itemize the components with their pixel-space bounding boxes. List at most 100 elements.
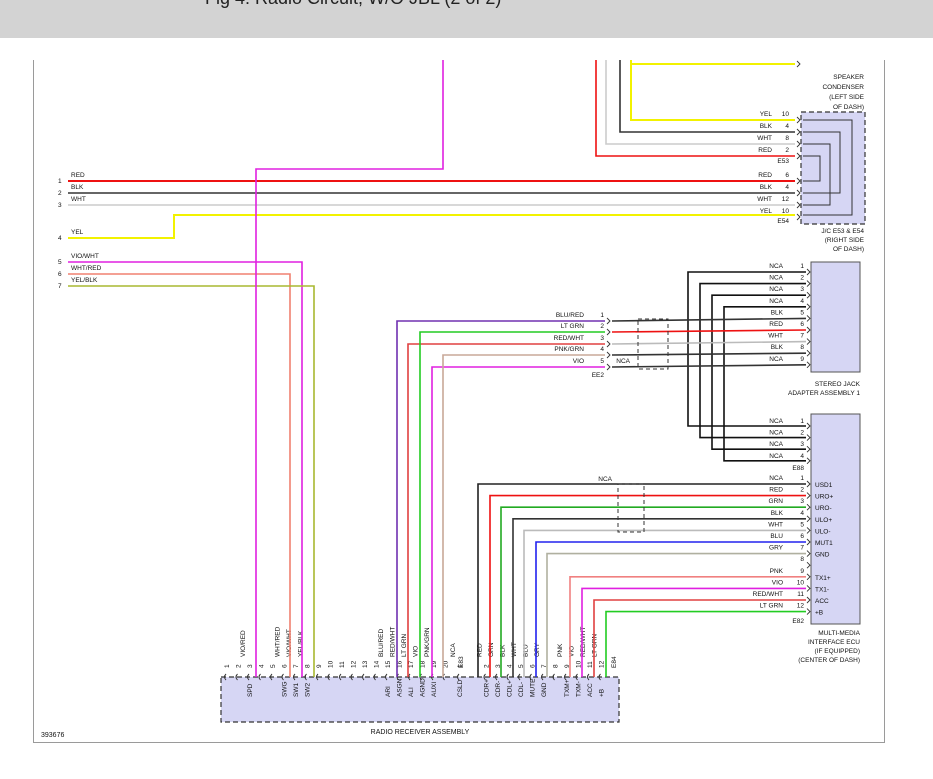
e2-radio-wire — [407, 343, 605, 677]
stereo-jack-connector — [806, 303, 811, 311]
jc-e54-label: BLK — [760, 184, 773, 191]
mm-signal-label: TX1- — [815, 586, 829, 593]
feed-wire-wht-red — [68, 273, 291, 677]
stereo-jack-connector — [806, 315, 811, 322]
mm-signal-label: TX1+ — [815, 575, 831, 582]
radio-pin-wire-label: PNK — [557, 643, 564, 657]
left-feed-label: WHT/RED — [71, 265, 102, 272]
speaker-condenser-label: (LEFT SIDE — [829, 94, 865, 101]
condenser-wire-red — [595, 60, 795, 157]
radio-pin-connector — [327, 673, 330, 681]
jc-e53-label: YEL — [760, 111, 773, 118]
radio-pin-wire-label: WHT/RED — [275, 626, 282, 657]
jc-label: J/C E53 & E54 — [821, 228, 864, 235]
stereo-jack-connector — [806, 291, 811, 299]
radio-pin-number: 7 — [293, 664, 300, 668]
connector-tag-e82: E82 — [792, 618, 804, 625]
radio-pin-number: 8 — [553, 664, 560, 668]
radio-pin-signal: CDR- — [495, 681, 502, 697]
mm-pin: 12 — [797, 603, 805, 610]
radio-pin-number: 17 — [408, 660, 415, 668]
radio-pin-number: 6 — [282, 664, 289, 668]
radio-pin-number: 19 — [431, 660, 438, 668]
mm-pin: 2 — [800, 487, 804, 494]
jc-internal-bus — [803, 119, 853, 216]
radio-pin-signal: TXM- — [576, 681, 583, 697]
connector-tag-e84: E84 — [611, 656, 618, 668]
radio-pin-connector — [575, 673, 578, 681]
left-feed-label: YEL/BLK — [71, 277, 98, 284]
multimedia-ecu-label: (IF EQUIPPED) — [814, 648, 860, 655]
mm-shield — [617, 483, 645, 533]
mm-top-connector — [806, 445, 811, 453]
jc-connector — [796, 128, 801, 136]
radio-pin-number: 1 — [224, 664, 231, 668]
radio-receiver-box — [220, 676, 620, 723]
nca-loop-wire — [711, 294, 806, 451]
diagram-frame — [33, 60, 885, 743]
figure-title: Fig 4: Radio Circuit, W/O JBL (2 of 2) — [205, 0, 501, 9]
radio-pin-signal: SW2 — [305, 683, 312, 697]
e2-wire-label: PNK/GRN — [554, 346, 584, 353]
connector-tag-e53: E53 — [777, 158, 789, 165]
stereo-jack-wire-label: NCA — [769, 286, 783, 293]
e2-jack-wire — [611, 340, 807, 345]
stereo-jack-wire-label: BLK — [771, 344, 784, 351]
mm-top-connector — [806, 434, 811, 441]
radio-pin-connector — [362, 673, 365, 681]
jc-label: (RIGHT SIDE — [825, 237, 865, 244]
mm-connector — [806, 596, 811, 604]
jc-e54-pin: 10 — [782, 208, 790, 215]
multimedia-ecu-label: INTERFACE ECU — [808, 639, 860, 646]
jc-e53-label: WHT — [757, 135, 772, 142]
mm-wire-label: PNK — [770, 568, 784, 575]
stereo-jack-pin: 9 — [800, 356, 804, 363]
radio-pin-signal: CDR+ — [484, 679, 491, 697]
e2-jack-wire — [611, 352, 807, 356]
radio-pin-signal: SWG — [282, 681, 289, 697]
mm-wire-label: NCA — [769, 475, 783, 482]
e2-pin: 3 — [600, 335, 604, 342]
e2-wire-label: BLU/RED — [556, 312, 584, 319]
header-bar: Fig 4: Radio Circuit, W/O JBL (2 of 2) — [0, 0, 933, 38]
mm-pin: 10 — [797, 579, 805, 586]
e2-wire-label: VIO — [573, 358, 584, 365]
e2-shield — [637, 318, 669, 370]
mm-top-pin: 3 — [800, 441, 804, 448]
radio-pin-connector — [270, 673, 273, 681]
mm-connector — [806, 480, 811, 488]
radio-pin-number: 12 — [351, 660, 358, 668]
left-feed-pin: 6 — [58, 271, 62, 278]
mm-signal-label: URO+ — [815, 494, 833, 501]
radio-pin-connector — [506, 673, 509, 681]
radio-pin-wire-label: BLK — [500, 644, 507, 657]
stereo-jack-pin: 5 — [800, 309, 804, 316]
e2-pin: 2 — [600, 323, 604, 330]
left-feed-label: VIO/WHT — [71, 253, 99, 260]
e2-pin: 1 — [600, 312, 604, 319]
e2-radio-wire — [396, 320, 605, 677]
radio-pin-number: 9 — [564, 664, 571, 668]
stereo-jack-label: ADAPTER ASSEMBLY 1 — [788, 390, 860, 397]
left-feed-pin: 4 — [58, 235, 62, 242]
e2-radio-wire — [442, 354, 605, 677]
left-feed-label: WHT — [71, 196, 86, 203]
mm-signal-label: GND — [815, 552, 830, 559]
radio-pin-number: 5 — [270, 664, 277, 668]
jc-e54-pin: 6 — [785, 172, 789, 179]
mm-nca-label: NCA — [598, 476, 612, 483]
radio-pin-connector — [457, 673, 460, 681]
stereo-jack-connector — [806, 338, 811, 345]
mm-pin: 11 — [797, 591, 804, 598]
mm-connector — [806, 538, 811, 546]
feed-wire-vio-wht — [68, 261, 303, 677]
mm-pin: 5 — [800, 521, 804, 528]
mm-radio-wire — [523, 529, 806, 677]
radio-pin-connector — [281, 673, 284, 681]
e2-nca-label: NCA — [616, 358, 630, 365]
mm-pin: 7 — [800, 545, 804, 552]
radio-pin-connector — [564, 673, 567, 681]
condenser-wire-wht — [605, 60, 795, 145]
mm-top-wire-label: NCA — [769, 430, 783, 437]
